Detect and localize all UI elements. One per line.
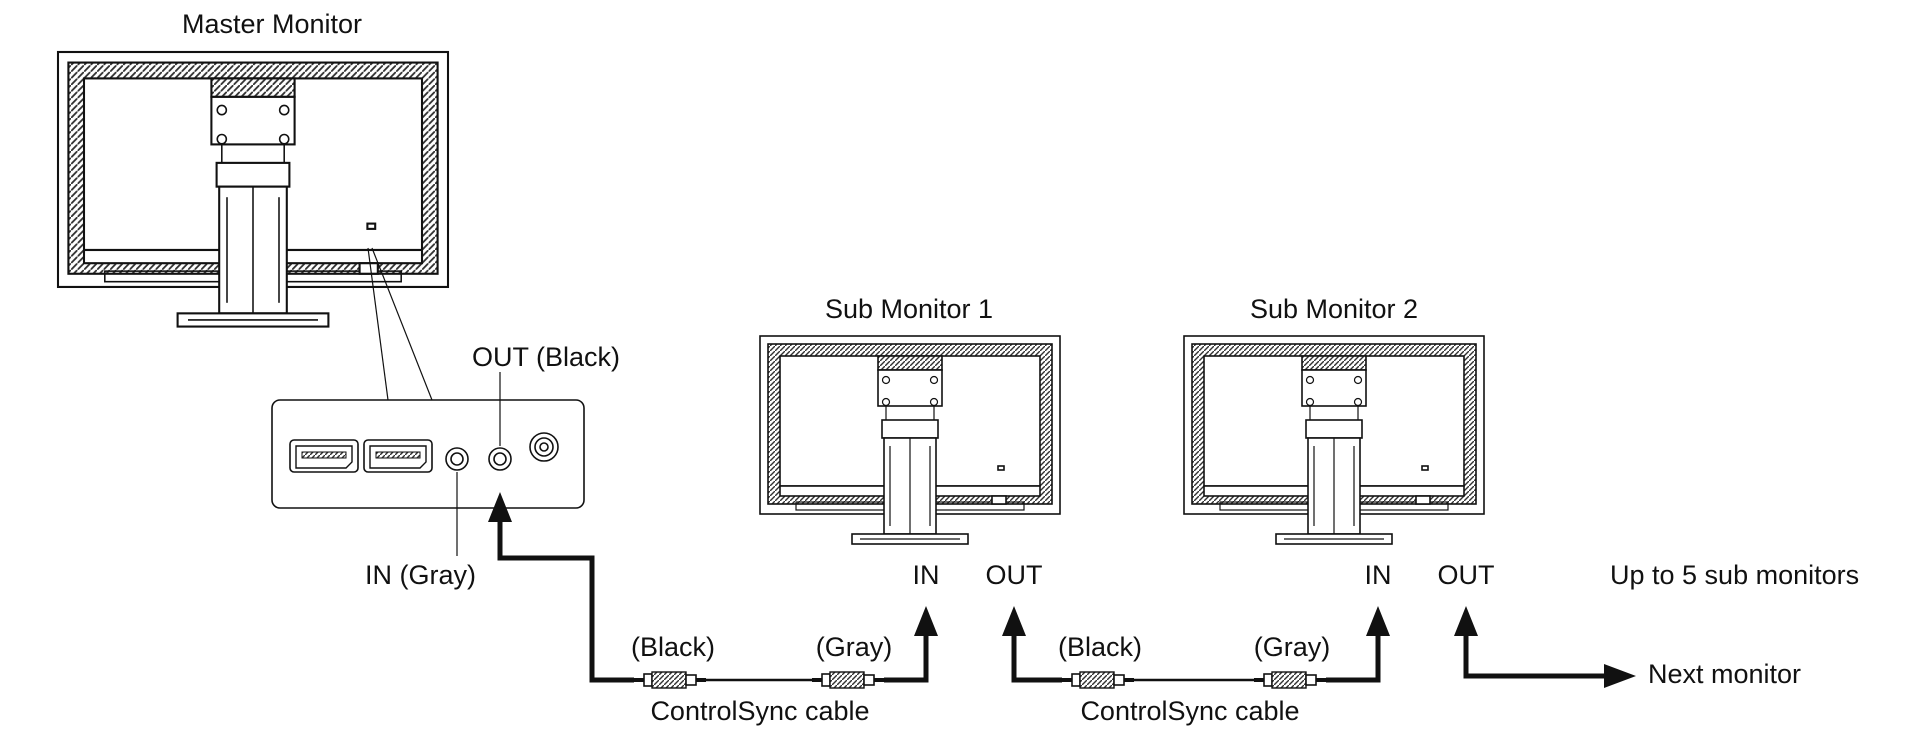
zoom-line-right — [371, 247, 433, 401]
cable1-gray-label: (Gray) — [816, 632, 893, 662]
in-gray-label: IN (Gray) — [365, 560, 476, 590]
cable2-name-label: ControlSync cable — [1080, 696, 1299, 726]
cable1-name-label: ControlSync cable — [650, 696, 869, 726]
port-panel — [271, 399, 585, 509]
sub2-in-label: IN — [1365, 560, 1392, 590]
next-monitor-arrow — [1454, 606, 1636, 688]
sub-monitor-1 — [759, 335, 1061, 545]
master-monitor — [56, 50, 450, 328]
up-to-label: Up to 5 sub monitors — [1610, 560, 1859, 590]
zoom-line-left — [367, 247, 389, 401]
displayport-connector-2 — [363, 439, 433, 473]
controlsync-cable-1 — [488, 492, 938, 689]
sub1-in-label: IN — [913, 560, 940, 590]
sub2-out-label: OUT — [1438, 560, 1495, 590]
sub-monitor-2-label: Sub Monitor 2 — [1250, 294, 1418, 324]
cable2-gray-label: (Gray) — [1254, 632, 1331, 662]
cable2-black-label: (Black) — [1058, 632, 1142, 662]
next-monitor-label: Next monitor — [1648, 659, 1801, 689]
out-black-label: OUT (Black) — [472, 342, 620, 372]
out-jack — [488, 447, 512, 471]
controlsync-cable-2 — [1002, 606, 1390, 689]
sub1-out-label: OUT — [986, 560, 1043, 590]
sub-monitor-1-label: Sub Monitor 1 — [825, 294, 993, 324]
sub-monitor-2 — [1183, 335, 1485, 545]
cable1-black-label: (Black) — [631, 632, 715, 662]
displayport-connector-1 — [289, 439, 359, 473]
audio-jack — [529, 432, 559, 462]
in-jack — [445, 447, 469, 471]
master-monitor-label: Master Monitor — [182, 9, 362, 39]
